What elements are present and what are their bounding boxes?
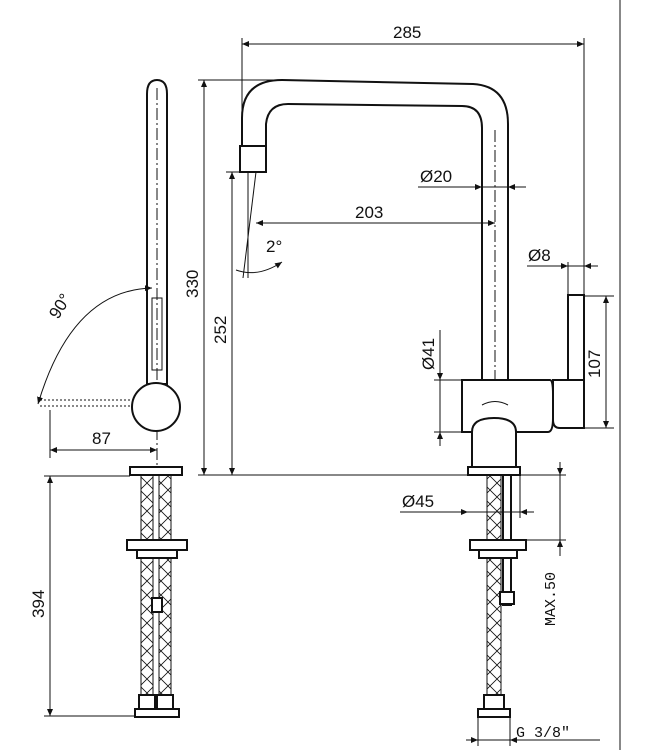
angle-2-arc: [235, 261, 283, 274]
front-fitting: [483, 694, 505, 710]
angle-90-label: 90°: [45, 290, 75, 322]
side-mount-plate: [126, 539, 188, 551]
side-view: 90° 87 394: [29, 78, 188, 718]
side-hose-left: [140, 474, 154, 711]
front-hose: [486, 474, 502, 711]
front-mount-plate: [469, 539, 527, 551]
dim-d20-label: Ø20: [420, 167, 452, 186]
front-mount-nut: [478, 549, 518, 559]
front-rod-nut: [499, 591, 515, 605]
dim-285-label: 285: [393, 23, 421, 42]
side-clamp: [151, 597, 163, 613]
spout-outer: [241, 78, 509, 381]
side-fitting-left: [138, 694, 156, 710]
dim-252-label: 252: [211, 316, 230, 344]
lever-body-circle: [131, 382, 181, 432]
angle-2-line-b: [242, 171, 257, 279]
side-fitting-right: [156, 694, 174, 710]
side-fitting-bottom: [134, 708, 180, 718]
side-hose-right: [158, 474, 172, 711]
front-view: 285 330 252 2° 203 Ø20 Ø8 107: [183, 23, 614, 746]
dim-max50-label: MAX.50: [543, 572, 560, 626]
angle-2-label: 2°: [266, 237, 282, 256]
dim-d45-label: Ø45: [402, 492, 434, 511]
dim-107-label: 107: [585, 350, 604, 378]
side-mount-nut: [136, 549, 178, 559]
side-base-plate: [129, 466, 183, 476]
front-base-plate: [467, 466, 521, 476]
dim-203-label: 203: [355, 203, 383, 222]
lever-slot: [151, 297, 163, 371]
body-inner-curve: [481, 401, 509, 406]
dim-d41-label: Ø41: [419, 338, 438, 370]
faucet-neck: [471, 416, 517, 469]
angle-90-arc: [37, 285, 153, 405]
dim-d8-label: Ø8: [528, 246, 551, 265]
dim-330-label: 330: [183, 270, 202, 298]
faucet-handle-base: [552, 379, 585, 429]
dim-394-label: 394: [29, 590, 48, 618]
thread-label: G 3/8": [516, 725, 570, 742]
dim-87-label: 87: [92, 429, 111, 448]
spout-tip: [239, 145, 267, 173]
front-fitting-bottom: [477, 708, 511, 718]
